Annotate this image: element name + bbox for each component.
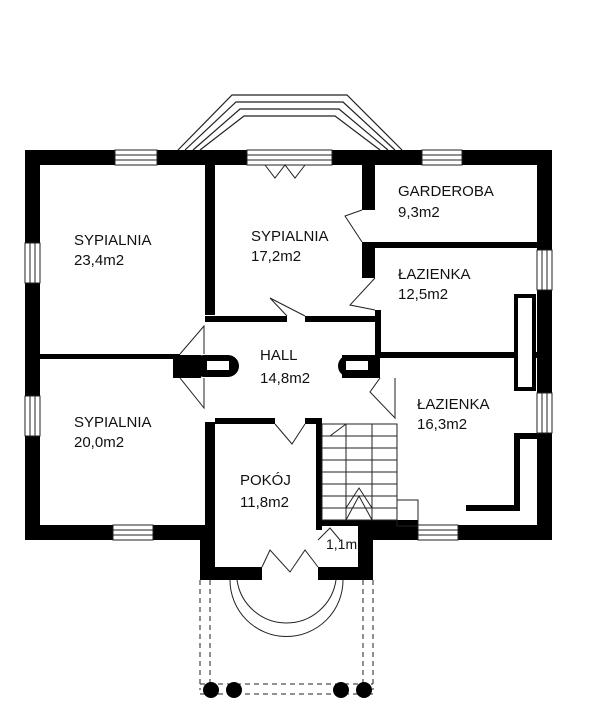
wall-stair-left: [316, 418, 322, 530]
wall-porch-front-right: [318, 567, 373, 580]
staircase: [321, 423, 419, 527]
hall-pier-inlays: [207, 361, 368, 370]
window-top-1: [114, 149, 158, 166]
door-sypialnia-left-lower: [179, 377, 205, 410]
wall-sypialnia-divider: [205, 165, 215, 315]
door-lazienka-lower: [369, 377, 396, 420]
wall-left-middle: [25, 283, 40, 396]
wall-stair-top-right: [305, 418, 320, 424]
door-lazienka-top: [349, 277, 376, 311]
room-sypialnia-3-area: 20,0m2: [74, 434, 124, 451]
window-bay-door: [246, 149, 333, 166]
wall-left-upper: [25, 150, 40, 243]
window-right-1: [536, 249, 553, 291]
wall-garderoba-bottom: [362, 242, 537, 248]
exterior-walls: [25, 150, 552, 580]
wall-right-upper: [537, 150, 552, 250]
room-sypialnia-2-area: 17,2m2: [251, 248, 301, 265]
wall-top-left: [25, 150, 115, 165]
window-left-1: [24, 242, 41, 284]
room-lazienka-2-area: 16,3m2: [417, 416, 467, 433]
wall-stair-top: [215, 418, 275, 424]
door-wc: [317, 527, 341, 541]
wall-bottom-left: [25, 525, 113, 540]
room-lazienka-1-name: ŁAZIENKA: [398, 266, 471, 283]
wall-porch-right: [358, 525, 373, 580]
room-lazienka-2-name: ŁAZIENKA: [417, 396, 490, 413]
wall-lazienka-bottom: [375, 352, 537, 358]
wall-lazienka2-inner-top: [514, 433, 537, 439]
wall-lazienka-left: [375, 310, 381, 355]
porch-columns: [203, 682, 372, 698]
wall-hall-left-pier: [173, 355, 201, 378]
door-bay: [264, 164, 306, 179]
porch: [199, 579, 374, 695]
wall-top-mid-left: [157, 150, 247, 165]
wall-bottom-mid-right: [360, 525, 418, 540]
room-labels: SYPIALNIA 23,4m2 SYPIALNIA 17,2m2 GARDER…: [74, 183, 494, 552]
window-top-2: [421, 149, 463, 166]
room-sypialnia-1-name: SYPIALNIA: [74, 232, 152, 249]
wall-bottom-right: [458, 525, 552, 540]
room-hall-name: HALL: [260, 347, 298, 364]
wall-garderoba-left-bottom: [362, 242, 375, 278]
door-sypialnia-left-upper: [179, 324, 205, 355]
wall-pokoj-left: [205, 422, 215, 540]
room-sypialnia-1-area: 23,4m2: [74, 252, 124, 269]
room-pokoj-area: 11,8m2: [240, 494, 289, 511]
wall-hall-top-right: [305, 316, 380, 322]
bathtub: [514, 294, 536, 391]
wall-left-lower: [25, 436, 40, 540]
room-hall-area: 14,8m2: [260, 370, 310, 387]
wall-lazienka2-inner-bottom: [466, 505, 520, 511]
room-sypialnia-3-name: SYPIALNIA: [74, 414, 152, 431]
door-garderoba: [344, 209, 363, 243]
window-left-2: [24, 395, 41, 437]
room-wc-area: 1,1m: [326, 536, 357, 552]
doors: [179, 164, 396, 573]
room-garderoba-area: 9,3m2: [398, 204, 440, 221]
wall-garderoba-left-top: [362, 165, 375, 210]
wall-hall-top-left: [205, 316, 287, 322]
wall-right-middle: [537, 290, 552, 393]
wall-top-right: [332, 150, 422, 165]
wall-top-far-right: [462, 150, 552, 165]
wall-porch-front-left: [200, 567, 262, 580]
wall-right-lower: [537, 433, 552, 540]
bay-window: [177, 94, 403, 151]
wall-left-rooms-divider: [40, 354, 180, 359]
windows: [24, 149, 553, 541]
wall-bottom-mid-left: [153, 525, 215, 540]
wall-lazienka2-inner-vertical: [514, 433, 520, 511]
room-pokoj-name: POKÓJ: [240, 472, 291, 489]
window-bottom-1: [112, 524, 154, 541]
door-entry: [261, 549, 319, 573]
door-sypialnia-upper: [269, 297, 306, 317]
window-bottom-2: [417, 524, 459, 541]
door-pokoj: [274, 423, 306, 445]
room-sypialnia-2-name: SYPIALNIA: [251, 228, 329, 245]
room-garderoba-name: GARDEROBA: [398, 183, 494, 200]
wall-stair-bottom: [322, 520, 418, 526]
room-lazienka-1-area: 12,5m2: [398, 286, 448, 303]
window-right-2: [536, 392, 553, 434]
